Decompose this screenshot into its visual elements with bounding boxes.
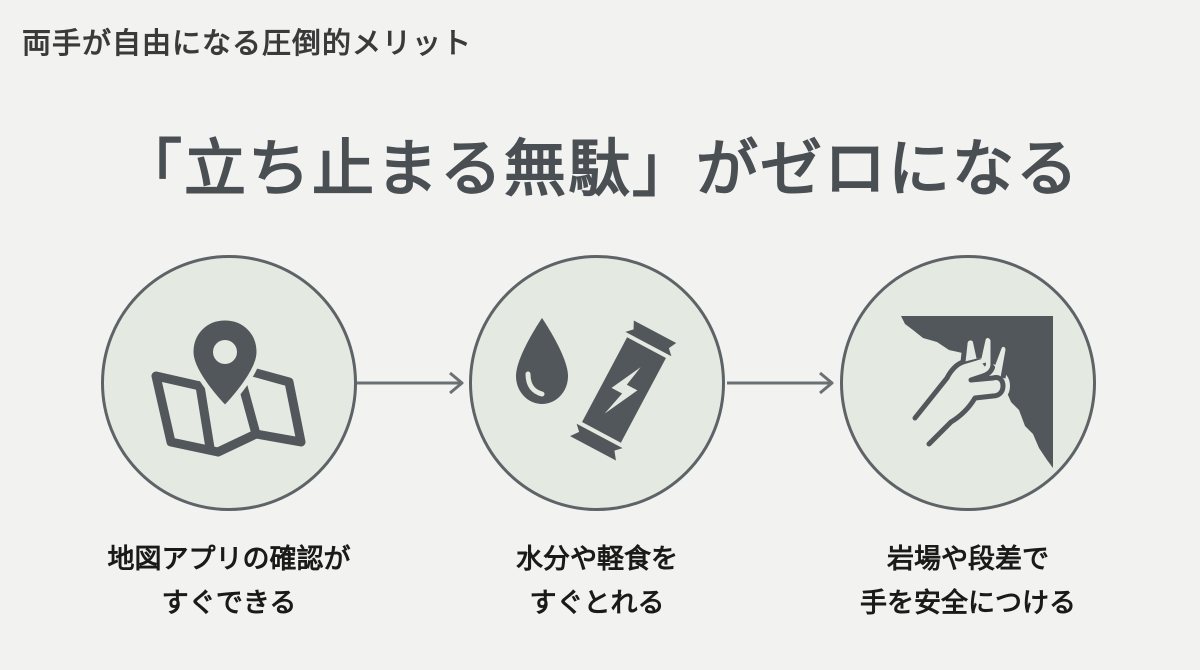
water-drop-energy-bar-icon <box>516 318 677 461</box>
page-title: 両手が自由になる圧倒的メリット <box>22 26 473 60</box>
step-circle-rock <box>840 255 1096 511</box>
caption-line: 岩場や段差で <box>887 544 1049 575</box>
map-pin-icon <box>151 315 306 457</box>
hand-on-rock-icon <box>901 316 1053 468</box>
step-caption-map: 地図アプリの確認が すぐできる <box>59 538 399 626</box>
headline: 「立ち止まる無駄」がゼロになる <box>119 132 1080 205</box>
step-caption-food: 水分や軽食を すぐとれる <box>427 538 767 626</box>
step-caption-rock: 岩場や段差で 手を安全につける <box>798 538 1138 626</box>
caption-line: 地図アプリの確認が <box>107 544 351 575</box>
flow-arrow-2 <box>727 371 834 395</box>
caption-line: 水分や軽食を <box>516 544 678 575</box>
caption-line: すぐできる <box>161 588 297 619</box>
caption-line: すぐとれる <box>529 588 665 619</box>
step-circle-food <box>469 255 725 511</box>
caption-line: 手を安全につける <box>860 588 1076 619</box>
step-circle-map <box>101 255 357 511</box>
flow-arrow-1 <box>357 371 464 395</box>
